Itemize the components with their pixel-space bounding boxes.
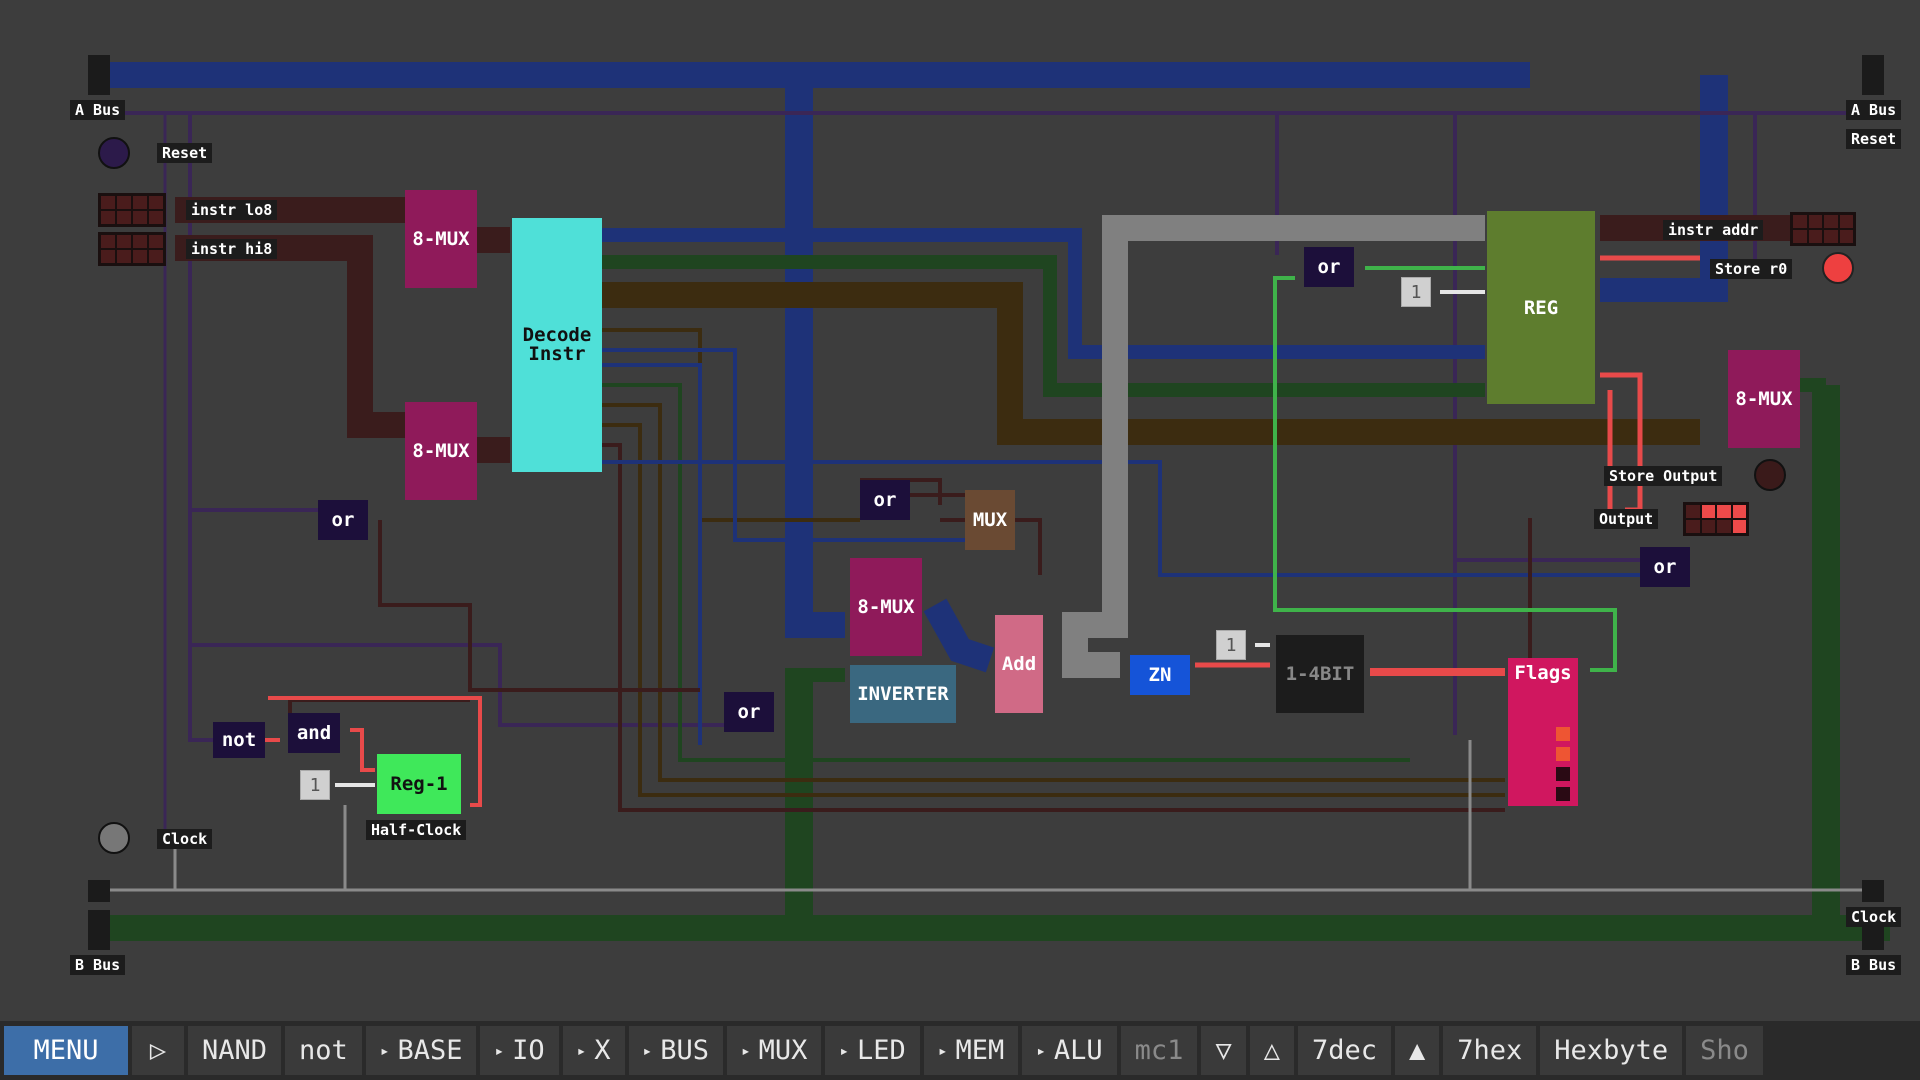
reset-label: Reset bbox=[157, 143, 213, 163]
7dec-button[interactable]: 7dec bbox=[1297, 1026, 1391, 1075]
clock-left-terminal[interactable] bbox=[88, 880, 110, 902]
b-bus-left-label: B Bus bbox=[70, 955, 126, 975]
clock-label: Clock bbox=[157, 829, 213, 849]
circuit-canvas[interactable]: A Bus A Bus Reset Reset instr lo8 instr … bbox=[0, 0, 1920, 1020]
mux-8-top[interactable]: 8-MUX bbox=[405, 190, 477, 288]
x-label: X bbox=[594, 1035, 611, 1066]
instr-hi8-input[interactable] bbox=[98, 232, 166, 266]
flags-bit-0 bbox=[1556, 727, 1570, 741]
const-reg1-input[interactable]: 1 bbox=[300, 770, 330, 800]
reset-right-label: Reset bbox=[1846, 129, 1902, 149]
up-filled-button[interactable]: ▲ bbox=[1395, 1026, 1440, 1075]
flags-label: Flags bbox=[1514, 662, 1572, 684]
decode-instr[interactable]: Decode Instr bbox=[512, 218, 602, 472]
reg[interactable]: REG bbox=[1487, 211, 1595, 404]
bus-label: BUS bbox=[660, 1035, 709, 1066]
expand-icon: ▸ bbox=[642, 1041, 653, 1060]
const-reg-input[interactable]: 1 bbox=[1401, 277, 1431, 307]
instr-lo8-label: instr lo8 bbox=[186, 200, 278, 220]
base-label: BASE bbox=[397, 1035, 463, 1066]
output-display bbox=[1683, 502, 1749, 536]
not-button[interactable]: not bbox=[285, 1026, 362, 1075]
instr-addr-output[interactable] bbox=[1790, 212, 1856, 246]
or-gate-right[interactable]: or bbox=[1640, 547, 1690, 587]
or-gate-mid[interactable]: or bbox=[860, 480, 910, 520]
add[interactable]: Add bbox=[995, 615, 1043, 713]
mux-label: MUX bbox=[758, 1035, 808, 1066]
reg-1[interactable]: Reg-1 bbox=[377, 754, 461, 814]
alu-label: ALU bbox=[1053, 1035, 1103, 1066]
expand-icon: ▸ bbox=[839, 1041, 850, 1060]
store-output-label: Store Output bbox=[1604, 466, 1723, 486]
base-menu[interactable]: ▸ BASE bbox=[365, 1026, 477, 1075]
b-bus-left-terminal[interactable] bbox=[88, 910, 110, 950]
expand-icon: ▸ bbox=[1036, 1041, 1046, 1060]
reset-button[interactable] bbox=[98, 137, 130, 169]
mem-menu[interactable]: ▸ MEM bbox=[923, 1026, 1019, 1075]
expand-icon: ▸ bbox=[937, 1041, 948, 1060]
a-bus-left-label: A Bus bbox=[70, 100, 126, 120]
mem-label: MEM bbox=[955, 1035, 1005, 1066]
b-bus-right-terminal[interactable] bbox=[1862, 925, 1884, 950]
mux-8-mid[interactable]: 8-MUX bbox=[405, 402, 477, 500]
expand-icon: ▸ bbox=[379, 1041, 390, 1060]
flags-bit-1 bbox=[1556, 747, 1570, 761]
instr-lo8-input[interactable] bbox=[98, 193, 166, 227]
or-gate-low[interactable]: or bbox=[724, 692, 774, 732]
or-gate-reg[interactable]: or bbox=[1304, 247, 1354, 287]
up-button[interactable]: △ bbox=[1249, 1026, 1294, 1075]
down-button[interactable]: ▽ bbox=[1201, 1026, 1246, 1075]
led-menu[interactable]: ▸ LED bbox=[825, 1026, 920, 1075]
hexbyte-button[interactable]: Hexbyte bbox=[1540, 1026, 1683, 1075]
clock-button[interactable] bbox=[98, 822, 130, 854]
mux-small[interactable]: MUX bbox=[965, 490, 1015, 550]
expand-icon: ▸ bbox=[740, 1041, 751, 1060]
nand-button[interactable]: NAND bbox=[188, 1026, 282, 1075]
expand-icon: ▸ bbox=[494, 1041, 505, 1060]
a-bus-right-terminal[interactable] bbox=[1862, 55, 1884, 95]
7hex-button[interactable]: 7hex bbox=[1443, 1026, 1537, 1075]
alu-menu[interactable]: ▸ ALU bbox=[1022, 1026, 1117, 1075]
one-to-four-bit[interactable]: 1-4BIT bbox=[1276, 635, 1364, 713]
mux-menu[interactable]: ▸ MUX bbox=[726, 1026, 822, 1075]
io-label: IO bbox=[512, 1035, 545, 1066]
instr-hi8-label: instr hi8 bbox=[186, 239, 278, 259]
clock-right-label: Clock bbox=[1846, 907, 1902, 927]
bus-menu[interactable]: ▸ BUS bbox=[628, 1026, 723, 1075]
led-label: LED bbox=[857, 1035, 906, 1066]
store-r0-led bbox=[1822, 252, 1854, 284]
flags-bit-2 bbox=[1556, 767, 1570, 781]
a-bus-left-terminal[interactable] bbox=[88, 55, 110, 95]
flags-bit-3 bbox=[1556, 787, 1570, 801]
mux-8-right[interactable]: 8-MUX bbox=[1728, 350, 1800, 448]
store-r0-label: Store r0 bbox=[1710, 259, 1793, 279]
and-gate[interactable]: and bbox=[288, 713, 340, 753]
mux-8-center[interactable]: 8-MUX bbox=[850, 558, 922, 656]
store-output-led bbox=[1754, 459, 1786, 491]
instr-addr-label: instr addr bbox=[1663, 220, 1764, 240]
show-button[interactable]: Sho bbox=[1686, 1026, 1763, 1075]
x-menu[interactable]: ▸X bbox=[562, 1026, 625, 1075]
mc1-button[interactable]: mc1 bbox=[1120, 1026, 1198, 1075]
inverter[interactable]: INVERTER bbox=[850, 665, 956, 723]
play-button[interactable]: ▷ bbox=[132, 1026, 184, 1075]
b-bus-right-label: B Bus bbox=[1846, 955, 1902, 975]
io-menu[interactable]: ▸ IO bbox=[480, 1026, 559, 1075]
menu-button[interactable]: MENU bbox=[4, 1026, 128, 1075]
or-gate-left[interactable]: or bbox=[318, 500, 368, 540]
half-clock-label: Half-Clock bbox=[366, 820, 467, 840]
const-bit-input[interactable]: 1 bbox=[1216, 630, 1246, 660]
component-toolbar: MENU ▷ NAND not ▸BASE ▸IO ▸X ▸BUS ▸MUX ▸… bbox=[0, 1021, 1920, 1080]
zn[interactable]: ZN bbox=[1130, 655, 1190, 695]
not-gate[interactable]: not bbox=[213, 722, 265, 758]
expand-icon: ▸ bbox=[576, 1041, 587, 1060]
clock-right-terminal[interactable] bbox=[1862, 880, 1884, 902]
a-bus-right-label: A Bus bbox=[1846, 100, 1902, 120]
output-label: Output bbox=[1594, 509, 1659, 529]
